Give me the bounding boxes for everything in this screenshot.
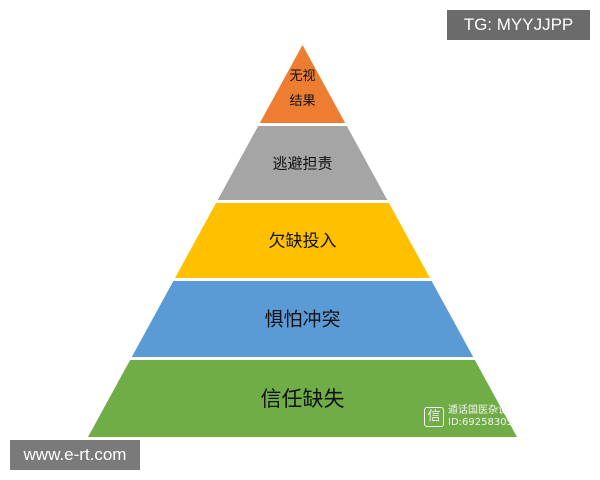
watermark-id: ID:69258305	[448, 417, 513, 428]
pyramid-level-3	[175, 203, 430, 278]
pyramid-level-5	[88, 360, 517, 437]
pyramid-level-2	[217, 126, 388, 200]
pyramid-level-label: 欠缺投入	[269, 231, 337, 251]
website-label: www.e-rt.com	[10, 440, 140, 470]
pyramid-level-4	[131, 281, 474, 357]
tg-label: TG: MYYJJPP	[447, 10, 590, 40]
pyramid-level-label: 逃避担责	[272, 154, 332, 172]
watermark-logo-icon: 信	[424, 407, 444, 427]
pyramid-level-label: 信任缺失	[261, 387, 345, 411]
pyramid-level-label: 惧怕冲突	[264, 309, 340, 331]
watermark: 信 遁话国医杂谈 ID:69258305	[424, 405, 513, 429]
pyramid-level-label: 无视结果	[289, 69, 315, 109]
watermark-name: 遁话国医杂谈	[448, 405, 508, 416]
pyramid-level-1	[259, 45, 346, 123]
